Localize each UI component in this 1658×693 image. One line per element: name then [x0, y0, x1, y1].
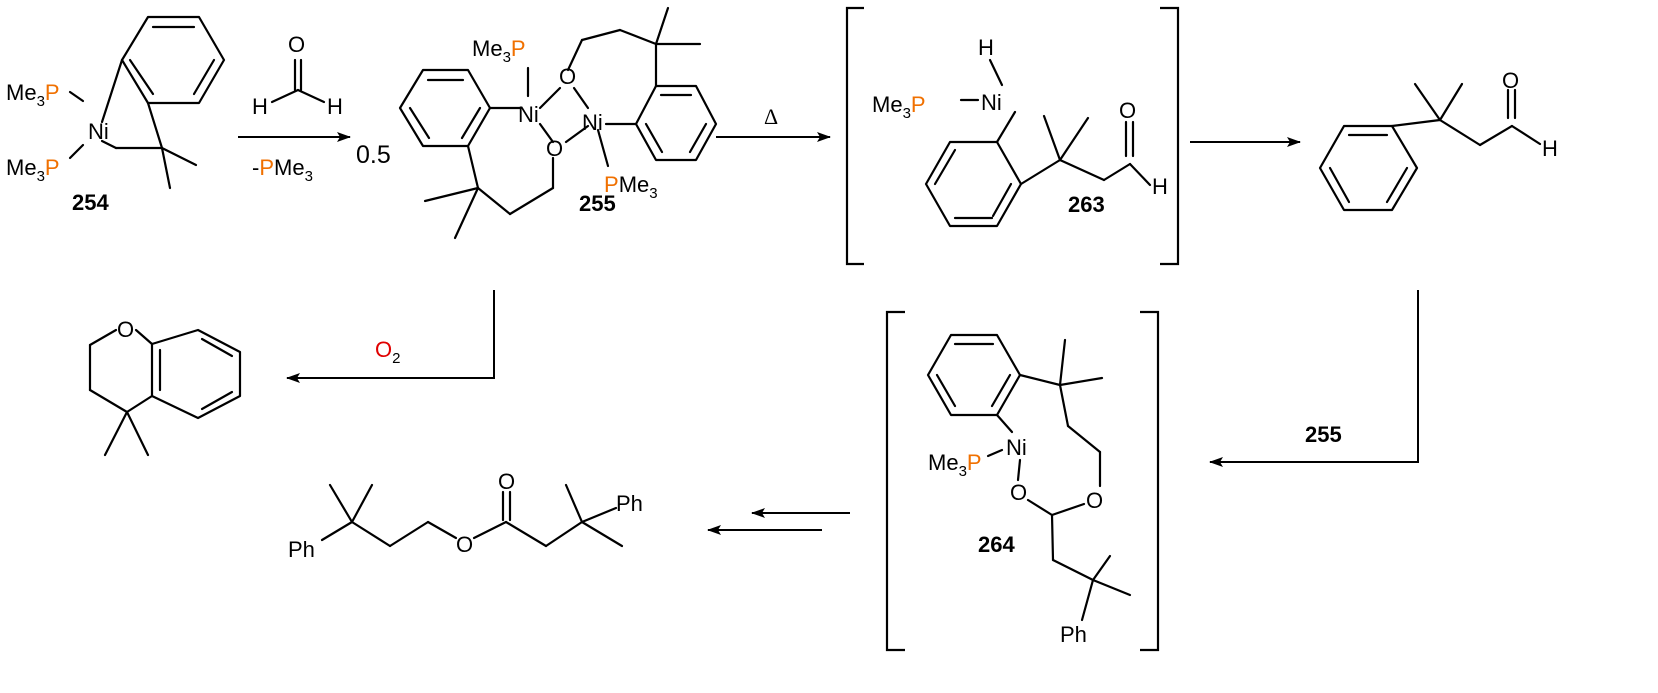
chromane-oxygen: O: [117, 317, 134, 342]
compound-255-label: 255: [579, 191, 616, 216]
compound-263-label: 263: [1068, 192, 1105, 217]
compound-255-ni-left: Ni: [518, 102, 539, 127]
compound-264-pme3: Me3P: [928, 450, 982, 480]
compound-254-bonds: [68, 15, 226, 190]
compound-264-bonds: [926, 333, 1132, 622]
product-chromane: O: [88, 317, 242, 457]
compound-264: Me3P Ni O O 264 Ph: [926, 333, 1132, 647]
compound-263-aldehyde-h: H: [1152, 174, 1168, 199]
compound-254: Me3P Ni Me3P 254: [6, 15, 226, 215]
arrow-255-to-chromane: [286, 290, 495, 383]
bracket-263-right: [1160, 6, 1180, 266]
compound-255-oxygen-top: O: [559, 64, 576, 89]
ester-oxygen-single: O: [456, 532, 473, 557]
aldehyde-h: H: [1542, 136, 1558, 161]
compound-263-hydride: H: [978, 35, 994, 60]
reagent-loss-pme3: -PMe3: [252, 155, 313, 185]
formaldehyde-h-left: H: [252, 94, 268, 119]
ester-phenyl-right: Ph: [616, 491, 643, 516]
product-ester-bonds: [320, 483, 624, 548]
compound-254-pme3-bottom: Me3P: [6, 155, 60, 185]
formaldehyde-h-right: H: [327, 94, 343, 119]
compound-254-label: 254: [72, 190, 109, 215]
compound-263-bonds: [924, 58, 1152, 228]
reagent-formaldehyde: O H H: [252, 32, 343, 119]
heat-symbol: Δ: [764, 104, 778, 129]
compound-254-pme3-top: Me3P: [6, 80, 60, 110]
compound-263-oxygen: O: [1119, 98, 1136, 123]
reagent-oxygen: O2: [375, 337, 400, 367]
product-aldehyde: O H: [1318, 68, 1558, 212]
compound-263-pme3: Me3P: [872, 92, 926, 122]
bracket-264-right: [1140, 310, 1160, 652]
compound-263-ni: Ni: [981, 90, 1002, 115]
compound-254-ni: Ni: [88, 119, 109, 144]
aldehyde-oxygen: O: [1502, 68, 1519, 93]
compound-264-ni: Ni: [1006, 435, 1027, 460]
ester-oxygen-carbonyl: O: [498, 469, 515, 494]
compound-255-pme3-top: Me3P: [472, 36, 526, 66]
reagent-255-label: 255: [1305, 422, 1342, 447]
arrow-aldehyde-to-264: [1209, 290, 1419, 467]
ester-phenyl-left: Ph: [288, 537, 315, 562]
arrow-264-to-ester: [707, 508, 850, 535]
compound-255-pme3-bottom: PMe3: [604, 172, 658, 202]
formaldehyde-oxygen: O: [288, 32, 305, 57]
product-aldehyde-bonds: [1318, 82, 1542, 212]
compound-264-oxygen-chain: O: [1086, 488, 1103, 513]
product-chromane-bonds: [88, 328, 242, 457]
compound-255-ni-right: Ni: [582, 110, 603, 135]
coefficient-255: 0.5: [356, 141, 391, 169]
compound-264-phenyl: Ph: [1060, 622, 1087, 647]
product-ester: Ph O O Ph: [288, 469, 643, 562]
compound-264-label: 264: [978, 532, 1015, 557]
compound-255-oxygen-bottom: O: [546, 136, 563, 161]
compound-255-bonds: [398, 6, 718, 240]
compound-255: Me3P Ni O O Ni PMe3 255: [398, 6, 718, 240]
bracket-263-left: [845, 6, 864, 266]
compound-263: H Me3P Ni O H 263: [872, 35, 1168, 228]
bracket-264-left: [885, 310, 905, 652]
compound-264-oxygen-ni: O: [1010, 480, 1027, 505]
